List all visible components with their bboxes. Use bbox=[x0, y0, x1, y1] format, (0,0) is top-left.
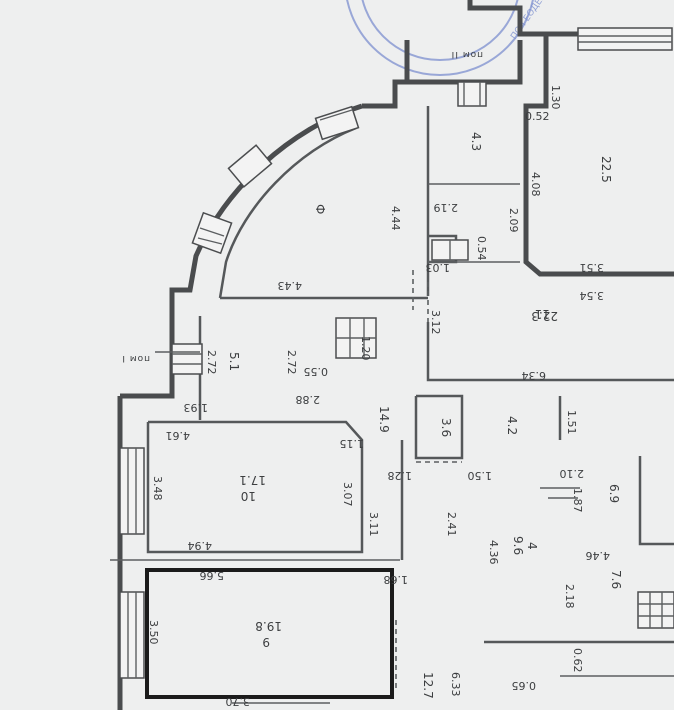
dim-label: 3.12 bbox=[429, 310, 442, 335]
dim-label: 3.48 bbox=[151, 476, 164, 501]
dim-label: 6.34 bbox=[522, 369, 547, 382]
dim-label: 1.15 bbox=[340, 437, 365, 450]
dim-label: 4.94 bbox=[188, 539, 213, 552]
room-label: 14.9 bbox=[377, 406, 391, 433]
room-label: 22.3 bbox=[531, 309, 558, 323]
left-entrance bbox=[171, 343, 203, 375]
arc-windows bbox=[191, 105, 360, 255]
left-window-1 bbox=[119, 447, 145, 535]
room-label: 12.7 bbox=[421, 672, 435, 699]
dim-label: 1.93 bbox=[184, 401, 209, 414]
dim-label: 4.46 bbox=[586, 549, 611, 562]
dim-label: 2.72 bbox=[285, 350, 298, 375]
dim-label: 4.43 bbox=[278, 279, 303, 292]
dim-label: 0.52 bbox=[525, 110, 550, 123]
dim-label: 3.07 bbox=[341, 482, 354, 507]
dim-label: 0.55 bbox=[304, 365, 329, 378]
room-label: 17.1 bbox=[239, 473, 266, 487]
dim-label: 1.51 bbox=[565, 410, 578, 435]
dim-label: 2.09 bbox=[507, 208, 520, 233]
room-label: 6.9 bbox=[607, 484, 621, 503]
dim-label: 4.44 bbox=[389, 206, 402, 231]
outer-wall-corridor-top bbox=[362, 79, 407, 109]
dim-label: 1.87 bbox=[571, 488, 584, 513]
dim-label: 1.20 bbox=[359, 336, 372, 361]
dim-label: 0.54 bbox=[475, 236, 488, 261]
pom-marker-left: пом I bbox=[121, 353, 150, 363]
dim-label: 2.18 bbox=[563, 584, 576, 609]
room-label: 19.8 bbox=[255, 619, 282, 633]
room-label: 5.1 bbox=[227, 352, 241, 371]
right-outer-wall bbox=[523, 34, 674, 277]
dim-label: 0.62 bbox=[571, 648, 584, 673]
dim-label: 3.11 bbox=[367, 512, 380, 537]
dim-label: 5.66 bbox=[200, 569, 225, 582]
dim-label: 3.54 bbox=[580, 289, 605, 302]
dim-label: 1.50 bbox=[468, 469, 493, 482]
room-label: 9 bbox=[262, 635, 270, 649]
dim-label: 1.28 bbox=[388, 469, 413, 482]
dim-label: 3.70 bbox=[226, 695, 251, 708]
room-label: 3.6 bbox=[439, 418, 453, 437]
highlighted-room-19-8 bbox=[145, 568, 394, 699]
dim-label: 1.03 bbox=[426, 261, 451, 274]
room-label: 11 bbox=[535, 307, 550, 321]
dim-label: 1.30 bbox=[549, 85, 562, 110]
arc-wall-inner bbox=[218, 126, 357, 299]
dim-label: 2.19 bbox=[434, 201, 459, 214]
dim-label: 3.50 bbox=[147, 620, 160, 645]
dim-label: 4.61 bbox=[166, 429, 191, 442]
room-label: Ф bbox=[313, 204, 327, 214]
dim-label: 2.88 bbox=[296, 393, 321, 406]
dim-label: 2.72 bbox=[205, 350, 218, 375]
room-17-walls bbox=[146, 420, 364, 554]
room-label: 4.3 bbox=[469, 132, 483, 151]
right-column-interior bbox=[638, 456, 674, 546]
pom-marker-top: пом II bbox=[451, 49, 483, 59]
small-rooms-walls bbox=[414, 394, 464, 460]
dim-label: 4.08 bbox=[529, 172, 542, 197]
dim-label: 6.33 bbox=[449, 672, 462, 697]
big-right-room-wall bbox=[426, 322, 674, 382]
dim-label: 0.65 bbox=[512, 679, 537, 692]
room-label: 4.2 bbox=[505, 416, 519, 435]
dim-label: 2.41 bbox=[445, 512, 458, 537]
room-label: 7.6 bbox=[609, 570, 623, 589]
room-label: 10 bbox=[241, 489, 256, 503]
left-window-2 bbox=[119, 591, 145, 679]
dim-label: 4.36 bbox=[487, 540, 500, 565]
room-label: 22.5 bbox=[599, 156, 613, 183]
dim-label: 1.68 bbox=[384, 573, 409, 586]
vent-shaft bbox=[457, 81, 487, 107]
right-stairs bbox=[637, 591, 674, 629]
top-right-window bbox=[577, 27, 673, 51]
room-label: 4 bbox=[525, 542, 539, 550]
dim-label: 3.51 bbox=[580, 261, 605, 274]
dim-label: 2.10 bbox=[560, 467, 585, 480]
room-label: 9.6 bbox=[511, 536, 525, 555]
